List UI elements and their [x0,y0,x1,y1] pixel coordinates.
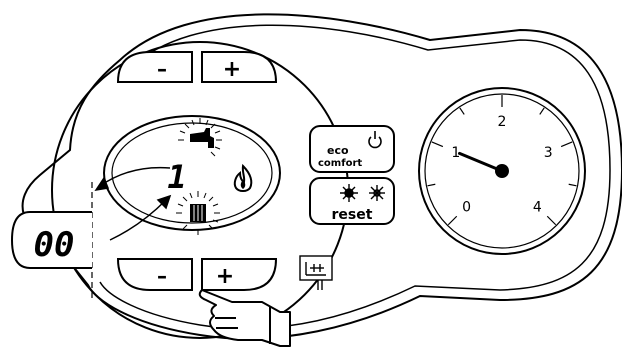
top-plus-label: + [223,57,241,82]
readout-digits: 00 [34,225,75,265]
gauge-tick [459,107,465,115]
gauge-scale-label: 3 [544,145,553,161]
snowflake-icon [369,185,385,201]
lcd-display: 1 [103,115,281,235]
top-plus-button[interactable]: + [201,51,278,83]
gauge-hub [495,164,509,178]
bottom-plus-label: + [216,264,234,289]
gauge-tick [539,107,545,115]
gauge-tick [431,141,444,148]
bottom-minus-label: – [157,264,167,288]
pressure-gauge: 0 1 2 3 4 [418,87,586,255]
summer-winter-reset-button[interactable]: reset [309,177,395,225]
gauge-tick [447,215,458,226]
tap-icon [178,118,222,157]
service-tool-icon [299,255,333,290]
comfort-label: comfort [318,158,362,169]
external-readout: 00 [10,211,92,269]
eco-label: eco [327,144,349,157]
gauge-needle [458,151,504,173]
gauge-scale-label: 2 [498,114,507,130]
pointing-hand-icon [198,289,291,347]
top-minus-label: – [157,57,167,81]
panel-outer-outline [21,13,622,340]
gauge-tick [568,183,577,187]
reset-label: reset [332,207,373,223]
gauge-tick [546,215,557,226]
sun-icon [340,184,358,202]
gauge-tick [560,141,573,148]
top-minus-button[interactable]: – [116,51,193,83]
gauge-scale-label: 0 [462,199,471,215]
gauge-scale-label: 1 [451,145,460,161]
flame-icon [233,163,253,192]
power-icon [368,131,382,149]
bottom-plus-button[interactable]: + [201,258,278,291]
eco-comfort-button[interactable]: eco comfort [309,125,395,173]
gauge-tick [427,183,436,187]
center-digit: 1 [167,158,186,196]
indicator-arrows [94,166,172,241]
radiator-icon [176,191,220,235]
gauge-scale-label: 4 [533,199,542,215]
bottom-minus-button[interactable]: – [116,258,193,291]
